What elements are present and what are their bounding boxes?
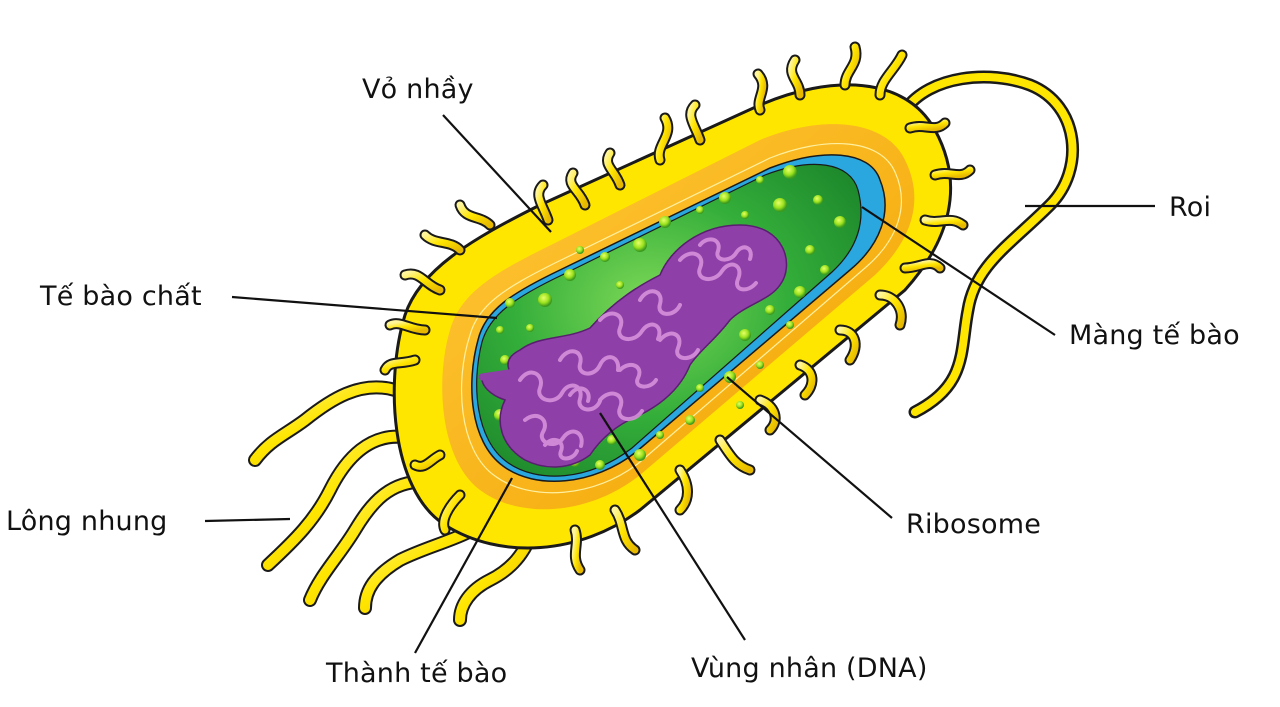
label-cytoplasm: Tế bào chất: [40, 281, 202, 312]
label-ribosome: Ribosome: [906, 509, 1042, 540]
label-pili: Lông nhung: [6, 506, 168, 537]
label-cell-membrane: Màng tế bào: [1069, 320, 1240, 351]
leader-cell-wall: [414, 477, 513, 654]
nucleoid: [478, 224, 788, 468]
leader-capsule: [442, 114, 552, 233]
label-cell-wall: Thành tế bào: [326, 658, 508, 689]
label-flagellum: Roi: [1169, 192, 1212, 223]
label-nucleoid: Vùng nhân (DNA): [691, 653, 928, 684]
leader-ribosome: [726, 376, 893, 519]
leader-cytoplasm: [231, 295, 498, 320]
short-pili: [379, 41, 976, 576]
leader-nucleoid: [599, 412, 746, 641]
label-capsule: Vỏ nhầy: [362, 74, 474, 105]
flagellum: [898, 70, 1079, 419]
leader-cell-membrane: [861, 206, 1056, 336]
leader-pili: [204, 517, 291, 523]
leader-lines: [204, 114, 1155, 654]
